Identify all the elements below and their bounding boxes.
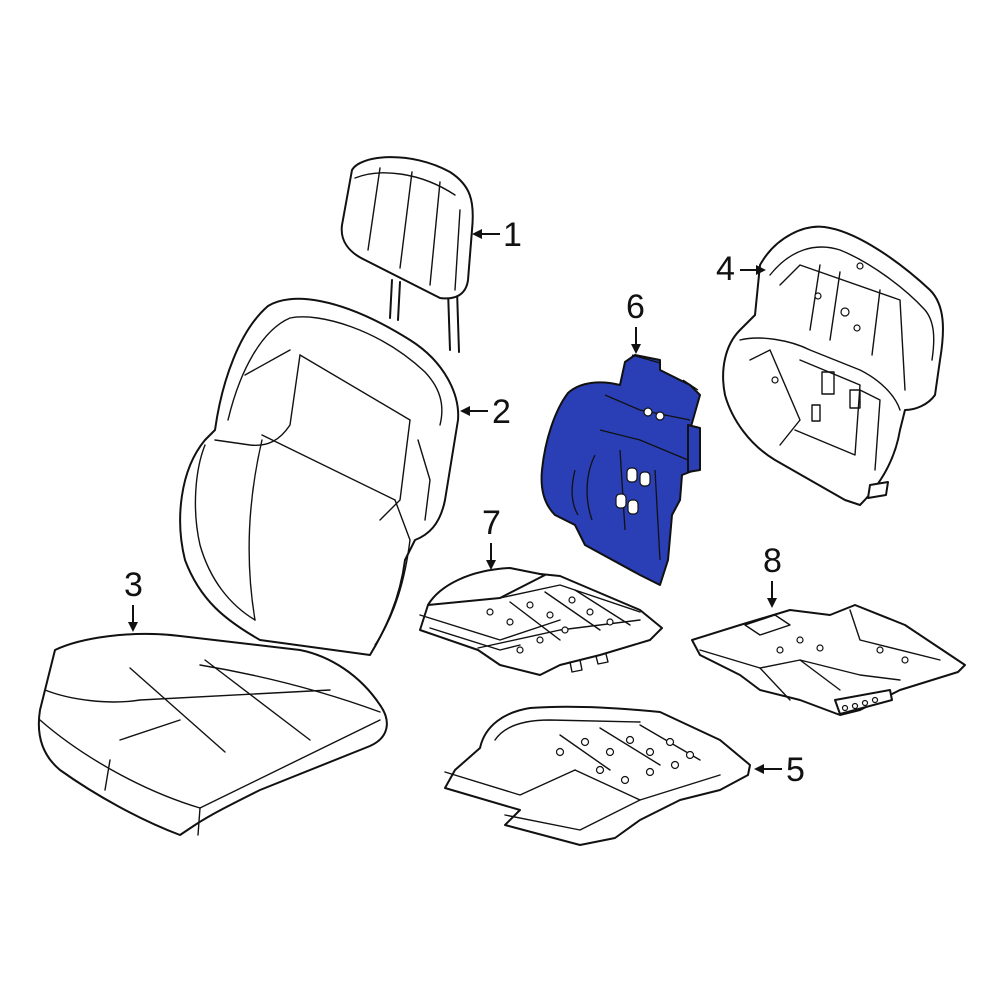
part-seat-cushion-pad[interactable]	[444, 705, 751, 846]
callout-label-3: 3	[124, 566, 143, 604]
part-seatback-cover[interactable]	[179, 297, 460, 656]
part-seatback-frame[interactable]	[722, 225, 944, 506]
callout-6: 6	[626, 288, 645, 354]
part-seatback-pad-highlighted[interactable]	[540, 354, 701, 586]
part-seat-frame[interactable]	[691, 604, 966, 716]
callout-2: 2	[460, 393, 511, 431]
callout-label-8: 8	[763, 542, 782, 580]
callout-label-1: 1	[503, 216, 522, 254]
part-cushion-heater-mat[interactable]	[419, 567, 663, 676]
part-headrest[interactable]	[340, 156, 474, 353]
callout-label-4: 4	[716, 250, 735, 288]
callout-3: 3	[124, 566, 143, 632]
callout-7: 7	[482, 504, 501, 570]
callout-label-6: 6	[626, 288, 645, 326]
callout-label-2: 2	[492, 393, 511, 431]
callout-label-7: 7	[482, 504, 501, 542]
callout-8: 8	[763, 542, 782, 608]
callout-4: 4	[716, 250, 766, 288]
callout-5: 5	[754, 751, 805, 789]
callout-1: 1	[472, 216, 522, 254]
part-seat-cushion-cover[interactable]	[37, 632, 388, 836]
callout-label-5: 5	[786, 751, 805, 789]
